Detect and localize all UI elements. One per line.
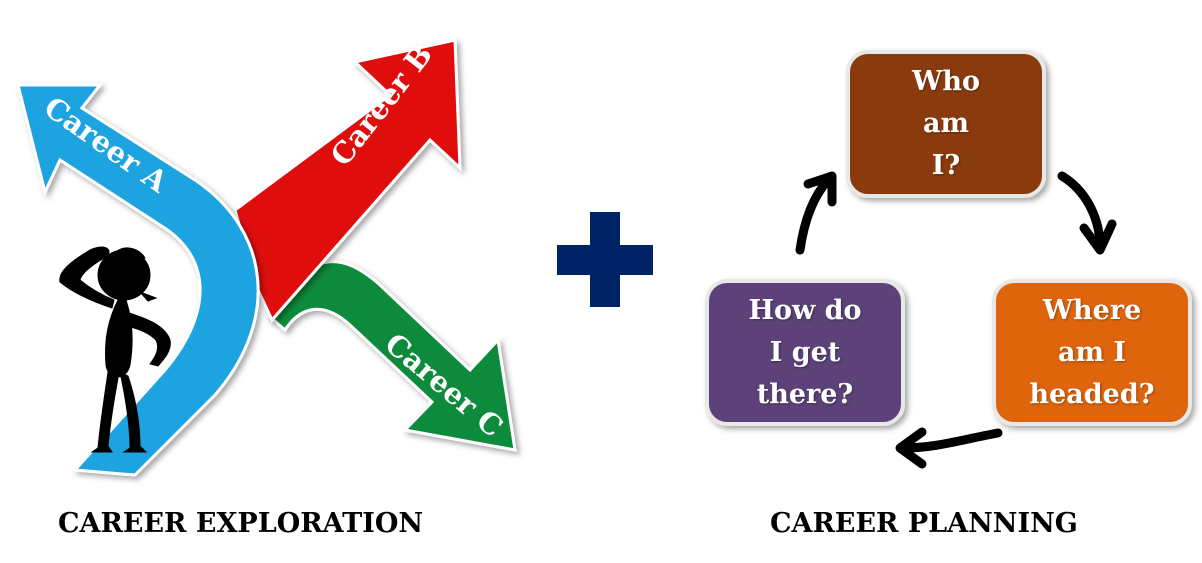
thinking-person-icon (59, 246, 171, 453)
how-line-1: How do (748, 294, 862, 326)
career-planning-title: CAREER PLANNING (770, 508, 1078, 539)
who-am-i-box (846, 50, 1046, 198)
cycle-arrow-top-right (1057, 171, 1117, 255)
where-line-2: am I (1057, 336, 1127, 368)
how-line-3: there? (756, 378, 854, 410)
career-a-arrow (16, 83, 260, 477)
how-line-2: I get (769, 336, 841, 368)
career-exploration-title: CAREER EXPLORATION (58, 508, 424, 539)
who-am-i-line-3: I? (931, 150, 961, 181)
who-am-i-line-1: Who (912, 66, 980, 97)
where-am-i-headed-text: Where am I headed? (994, 283, 1190, 422)
where-am-i-headed-box (992, 279, 1192, 426)
how-do-i-get-there-text: How do I get there? (707, 283, 903, 422)
cycle-arrow-left (795, 171, 837, 255)
how-do-i-get-there-box (705, 279, 905, 426)
plus-icon (557, 212, 653, 307)
cycle-arrow-bottom (895, 427, 1003, 469)
who-am-i-line-2: am (922, 108, 970, 139)
who-am-i-text: Who am I? (848, 54, 1044, 194)
where-line-1: Where (1042, 294, 1142, 326)
career-b-arrow (233, 38, 462, 323)
where-line-3: headed? (1029, 378, 1155, 410)
